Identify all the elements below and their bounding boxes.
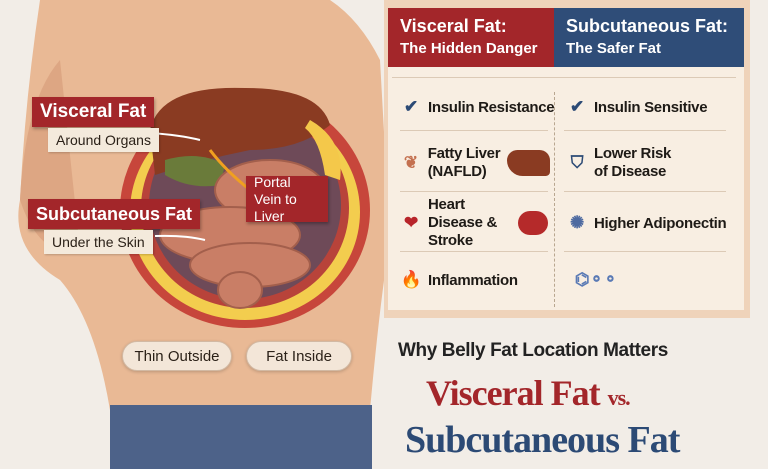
visceral-item: ❦ Fatty Liver (NAFLD) <box>400 136 550 190</box>
subcutaneous-fat-label: Subcutaneous Fat <box>28 199 201 229</box>
visceral-title: Visceral Fat: <box>400 16 507 36</box>
column-divider <box>554 92 555 307</box>
divider <box>564 130 726 131</box>
liver-illustration-icon <box>506 150 550 176</box>
subcutaneous-item: ⛉ Lower Risk of Disease <box>566 136 684 190</box>
divider <box>564 251 726 252</box>
fire-icon: 🔥 <box>400 270 422 289</box>
stomach <box>165 156 225 187</box>
item-text: Insulin Sensitive <box>594 98 708 116</box>
headline-line2: Subcutaneous Fat <box>405 419 680 461</box>
checkmark-icon: ✔ <box>404 97 418 116</box>
visceral-header: Visceral Fat: The Hidden Danger <box>388 8 554 67</box>
subcutaneous-item: ⌬⚬⚬ <box>566 258 632 302</box>
jeans <box>110 405 372 469</box>
subcutaneous-item: ✺ Higher Adiponectin <box>566 196 727 250</box>
arrow-subcutaneous <box>154 234 206 241</box>
headline-line1: Visceral Fat vs. <box>426 372 631 414</box>
visceral-item: 🔥 Inflammation <box>400 258 518 302</box>
comparison-panel: Visceral Fat: The Hidden Danger Subcutan… <box>384 0 750 318</box>
heart-icon: ❤ <box>404 213 418 232</box>
divider <box>392 77 736 78</box>
portal-vein <box>208 149 251 192</box>
item-text: Heart Disease & Stroke <box>428 196 498 249</box>
omental-fat <box>305 120 341 180</box>
item-text: Inflammation <box>428 271 518 289</box>
shield-icon: ⛉ <box>570 153 584 172</box>
item-text: Higher Adiponectin <box>594 214 727 232</box>
liver-icon: ❦ <box>403 153 418 172</box>
headline-kicker: Why Belly Fat Location Matters <box>398 340 668 361</box>
adipocyte-icon: ✺ <box>570 213 584 232</box>
torso-illustration <box>18 0 390 469</box>
divider <box>400 251 548 252</box>
heart-illustration-icon <box>518 211 548 235</box>
thin-outside-pill: Thin Outside <box>122 341 232 371</box>
visceral-item: ✔ Insulin Resistance <box>400 90 555 124</box>
molecule-icon: ⌬⚬⚬ <box>574 270 618 289</box>
around-organs-label: Around Organs <box>48 128 159 152</box>
item-text: Insulin Resistance <box>428 98 555 116</box>
visceral-fat-label: Visceral Fat <box>32 97 155 127</box>
divider <box>400 191 548 192</box>
fat-inside-pill: Fat Inside <box>246 341 352 371</box>
item-text: Fatty Liver (NAFLD) <box>427 145 501 180</box>
headline-vs: vs. <box>607 385 631 410</box>
checkmark-icon: ✔ <box>570 97 584 116</box>
subcutaneous-title: Subcutaneous Fat: <box>566 16 729 36</box>
visceral-item: ❤ Heart Disease & Stroke <box>400 196 550 250</box>
headline-visceral: Visceral Fat <box>426 373 601 413</box>
subcutaneous-item: ✔ Insulin Sensitive <box>566 90 708 124</box>
portal-vein-label: Portal Vein to Liver <box>246 174 328 224</box>
visceral-subtitle: The Hidden Danger <box>400 40 538 57</box>
subcutaneous-subtitle: The Safer Fat <box>566 40 662 57</box>
subcutaneous-header: Subcutaneous Fat: The Safer Fat <box>554 8 744 67</box>
item-text: Lower Risk of Disease <box>594 145 672 180</box>
divider <box>564 191 726 192</box>
liver <box>150 87 330 175</box>
under-skin-label: Under the Skin <box>44 230 153 254</box>
divider <box>400 130 548 131</box>
